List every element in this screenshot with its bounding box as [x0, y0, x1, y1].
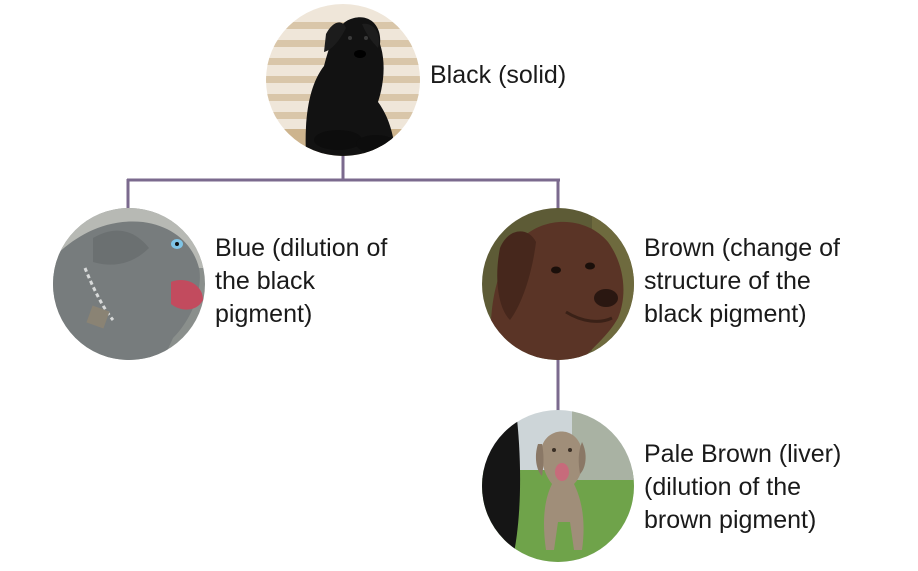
pale-brown-label: Pale Brown (liver) (dilution of the brow…	[644, 438, 841, 537]
brown-label: Brown (change of structure of the black …	[644, 232, 840, 331]
blue-puppy-photo	[53, 208, 205, 360]
black-label-line-1: Black (solid)	[430, 61, 567, 89]
blue-label-line-3: pigment)	[215, 300, 313, 328]
pale-brown-label-line-3: brown pigment)	[644, 506, 817, 534]
black-labrador-photo	[266, 4, 420, 156]
pale-brown-label-line-2: (dilution of the	[644, 473, 802, 501]
brown-label-line-2: structure of the	[644, 267, 811, 295]
blue-label-line-2: the black	[215, 267, 316, 295]
brown-label-line-3: black pigment)	[644, 300, 807, 328]
chocolate-labrador-photo	[482, 208, 634, 360]
blue-label: Blue (dilution of the black pigment)	[215, 232, 387, 331]
brown-label-line-1: Brown (change of	[644, 234, 840, 262]
black-label: Black (solid)	[430, 59, 566, 92]
pale-brown-label-line-1: Pale Brown (liver)	[644, 440, 842, 468]
pale-brown-dog-photo	[482, 410, 634, 562]
blue-label-line-1: Blue (dilution of	[215, 234, 388, 262]
